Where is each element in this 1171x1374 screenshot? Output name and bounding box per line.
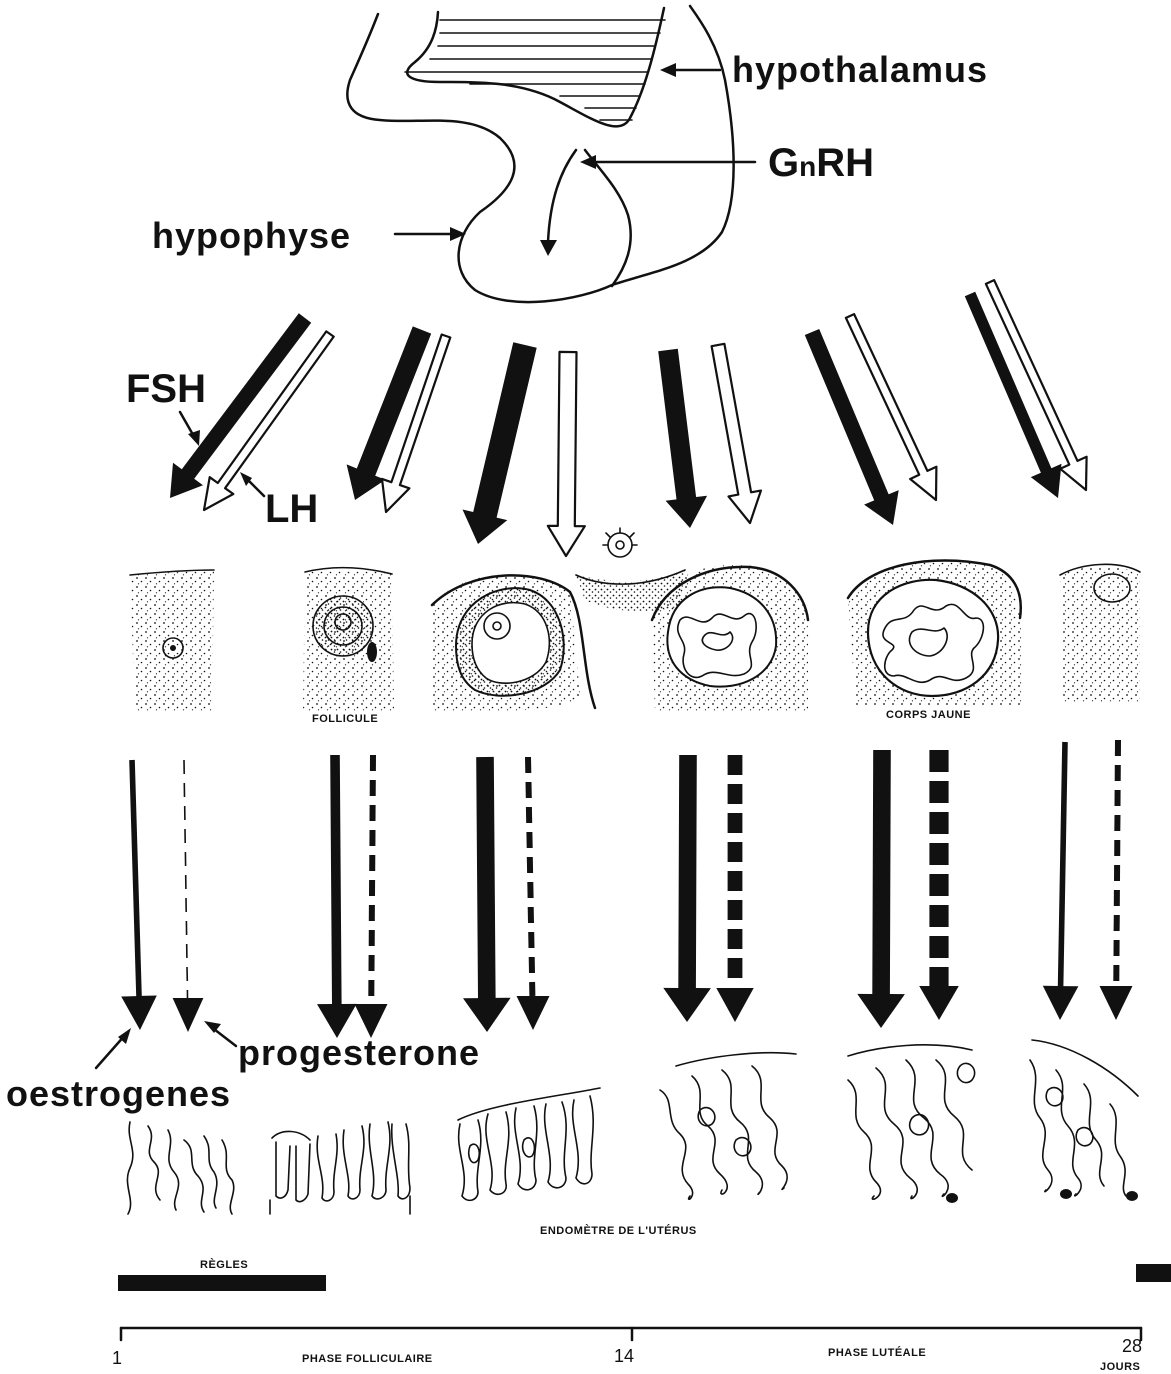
steroid-arrows	[121, 740, 1132, 1038]
fsh-arrow	[658, 349, 707, 528]
timeline-day-ovulation: 14	[614, 1346, 634, 1366]
hypophyse-pointer	[395, 227, 466, 241]
ovary-stage-corpus-luteum	[848, 560, 1023, 706]
hypothalamus-pointer	[660, 63, 720, 77]
label-corps-jaune: CORPS JAUNE	[886, 709, 971, 721]
label-fsh: FSH	[126, 367, 206, 411]
fsh-pointer	[180, 412, 200, 446]
label-lh: LH	[265, 487, 318, 531]
lh-arrow	[846, 314, 937, 500]
fsh-arrow	[805, 329, 899, 525]
endometrium-stage-1	[127, 1122, 233, 1214]
label-gnrh-g: G	[768, 141, 799, 185]
hypothalamus-pituitary-drawing	[347, 6, 733, 302]
oestrogenes-pointer	[96, 1028, 131, 1068]
progesterone-arrow-head	[919, 986, 959, 1020]
oestrogen-arrow	[1043, 742, 1079, 1020]
progesterone-arrow-head	[716, 988, 753, 1022]
ovary-stage-regression	[1060, 564, 1140, 702]
oestrogen-arrow	[857, 750, 905, 1028]
label-regles: RÈGLES	[200, 1258, 248, 1271]
timeline-day-end: 28	[1122, 1336, 1142, 1356]
ovary-stage-primordial	[130, 570, 214, 712]
oestrogen-arrow	[121, 760, 157, 1030]
progesterone-arrow-head	[1100, 986, 1133, 1020]
endometrium-stage-3	[458, 1088, 600, 1200]
lh-pointer	[240, 472, 264, 496]
label-hypothalamus: hypothalamus	[732, 49, 988, 90]
endometrium-stage-6	[1030, 1040, 1138, 1201]
label-jours: JOURS	[1100, 1361, 1140, 1373]
label-oestrogenes: oestrogenes	[6, 1073, 231, 1114]
label-gnrh-rh: RH	[816, 141, 874, 185]
menses-bar	[118, 1275, 326, 1291]
menses-bar-next-cycle	[1136, 1264, 1171, 1282]
oestrogen-arrow	[317, 755, 357, 1038]
gnrh-pointer	[580, 155, 755, 169]
label-phase-folliculaire: PHASE FOLLICULAIRE	[302, 1353, 433, 1365]
label-gnrh: GnRH	[768, 141, 874, 185]
ovary-stage-follicle	[303, 568, 394, 712]
lh-arrow	[548, 352, 585, 556]
ovary-stage-mature-follicle	[432, 574, 595, 712]
label-progesterone: progesterone	[238, 1032, 480, 1073]
label-endometre: ENDOMÈTRE DE L'UTÉRUS	[540, 1224, 697, 1237]
label-hypophyse: hypophyse	[152, 215, 351, 256]
oestrogen-arrow	[463, 757, 511, 1032]
label-phase-luteale: PHASE LUTÉALE	[828, 1346, 926, 1359]
oestrogen-arrow	[663, 755, 711, 1022]
endometrium-stage-4	[660, 1053, 796, 1199]
endometrium-stage-2	[270, 1122, 410, 1214]
hypothalamus-hatching	[405, 20, 665, 120]
label-follicule: FOLLICULE	[312, 713, 378, 725]
ovary-stage-early-corpus-luteum	[652, 565, 808, 712]
lh-arrow	[712, 344, 761, 523]
label-gnrh-n: n	[799, 151, 816, 182]
fsh-arrow	[463, 342, 537, 544]
endometrium-stage-5	[848, 1045, 975, 1203]
timeline-day-start: 1	[112, 1348, 122, 1368]
progesterone-pointer	[204, 1021, 236, 1046]
timeline-axis	[121, 1328, 1141, 1340]
progesterone-arrow-head	[173, 998, 204, 1032]
ovary-stages	[130, 528, 1140, 712]
progesterone-arrow-head	[517, 996, 550, 1030]
